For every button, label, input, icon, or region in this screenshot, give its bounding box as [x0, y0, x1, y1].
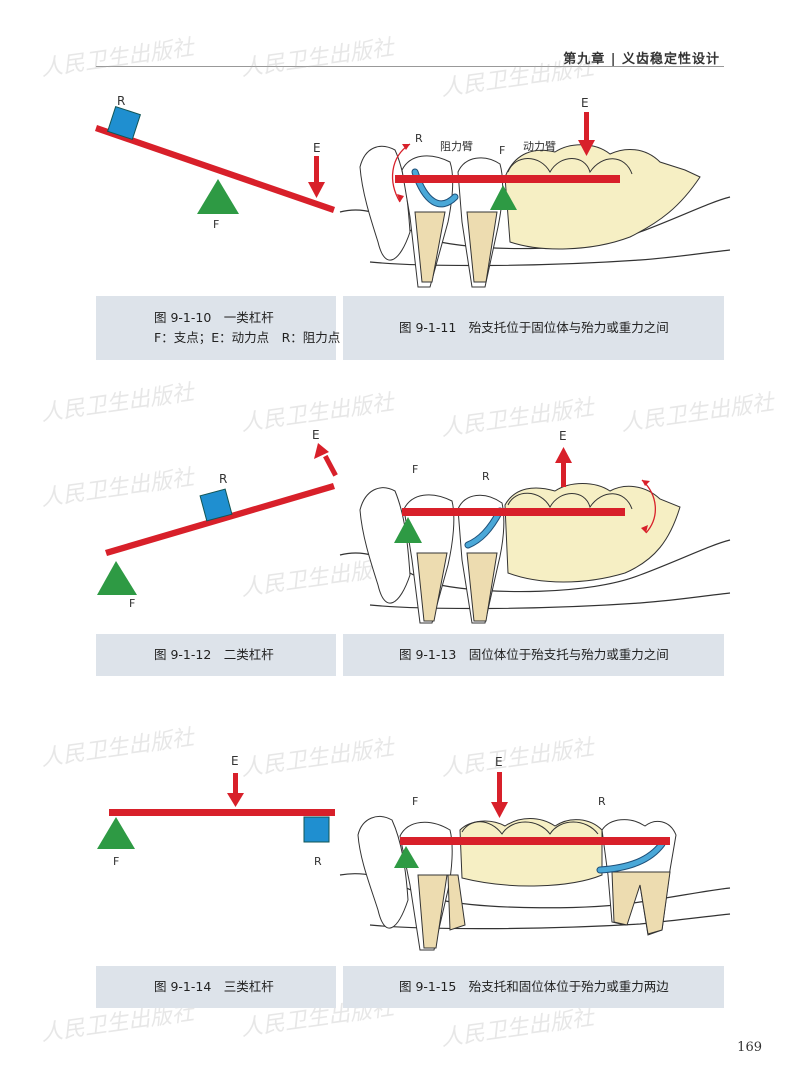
label-f: F — [499, 144, 505, 157]
caption-title: 图 9-1-10 一类杠杆 — [154, 310, 274, 325]
denture-base — [504, 144, 701, 250]
figure-9-1-12-lever-diagram: R F E — [97, 428, 338, 610]
premolar-root — [417, 874, 448, 949]
resistance-box — [199, 488, 233, 522]
caption-title: 图 9-1-11 殆支托位于固位体与殆力或重力之间 — [399, 320, 669, 335]
caption-9-1-11: 图 9-1-11 殆支托位于固位体与殆力或重力之间 — [343, 296, 724, 360]
lever-bar — [402, 508, 625, 516]
effort-arrow — [308, 156, 325, 198]
fulcrum-triangle — [97, 561, 137, 595]
figure-9-1-13-dental-diagram: F R E — [339, 429, 731, 624]
effort-arrow — [555, 447, 572, 487]
lever-bar — [109, 809, 335, 816]
abutment-root — [466, 552, 498, 622]
effort-arrow — [491, 772, 508, 818]
premolar-root — [416, 552, 448, 622]
label-r: R — [314, 855, 322, 868]
denture-base — [459, 818, 603, 887]
caption-9-1-14: 图 9-1-14 三类杠杆 — [96, 966, 336, 1008]
header-rule — [96, 66, 724, 67]
label-r: R — [598, 795, 606, 808]
label-e: E — [312, 428, 320, 442]
label-r: R — [415, 132, 423, 145]
lever-bar — [95, 125, 335, 213]
label-resist-arm: 阻力臂 — [440, 140, 473, 153]
label-e: E — [495, 755, 503, 769]
lever-bar — [395, 175, 620, 183]
label-r: R — [219, 472, 227, 486]
figure-9-1-14-lever-diagram: F R E — [97, 754, 335, 868]
effort-arrow — [314, 443, 338, 477]
caption-9-1-12: 图 9-1-12 二类杠杆 — [96, 634, 336, 676]
caption-9-1-15: 图 9-1-15 殆支托和固位体位于殆力或重力两边 — [343, 966, 724, 1008]
abutment-root — [447, 874, 466, 931]
fulcrum-triangle — [394, 517, 422, 543]
caption-legend: F：支点；E：动力点 R：阻力点 — [154, 330, 341, 345]
resistance-box — [303, 816, 330, 843]
figure-9-1-11-dental-diagram: F R 阻力臂 动力臂 E — [339, 96, 731, 288]
caption-title: 图 9-1-14 三类杠杆 — [154, 979, 274, 994]
label-e: E — [231, 754, 239, 768]
molar-root — [611, 871, 671, 935]
lever-bar — [105, 483, 335, 556]
label-f: F — [113, 855, 119, 868]
label-power-arm: 动力臂 — [523, 140, 556, 153]
effort-arrow — [227, 773, 244, 807]
canine-tooth — [357, 816, 409, 929]
fulcrum-triangle — [197, 179, 239, 214]
fulcrum-triangle — [97, 817, 135, 849]
figure-9-1-10-lever-diagram: R F E — [95, 94, 335, 231]
lever-bar — [400, 837, 670, 845]
label-r: R — [117, 94, 125, 108]
chapter-header: 第九章 | 义齿稳定性设计 — [563, 52, 720, 67]
caption-title: 图 9-1-13 固位体位于殆支托与殆力或重力之间 — [399, 647, 669, 662]
fulcrum-triangle — [394, 846, 419, 868]
watermark: 人民卫生出版社 — [239, 35, 396, 82]
caption-title: 图 9-1-15 殆支托和固位体位于殆力或重力两边 — [399, 979, 669, 994]
label-e: E — [559, 429, 567, 443]
fulcrum-triangle — [490, 185, 517, 210]
page-number: 169 — [737, 1040, 762, 1055]
canine-tooth — [359, 145, 411, 261]
resistance-box — [106, 105, 142, 141]
label-f: F — [129, 597, 135, 610]
effort-arrow — [578, 112, 595, 156]
abutment-root — [466, 211, 498, 283]
figure-9-1-15-dental-diagram: F R E — [339, 755, 731, 951]
caption-title: 图 9-1-12 二类杠杆 — [154, 647, 274, 662]
label-f: F — [412, 795, 418, 808]
watermark: 人民卫生出版社 — [39, 35, 196, 82]
label-f: F — [213, 218, 219, 231]
label-e: E — [313, 141, 321, 155]
watermark: 人民卫生出版社 — [39, 380, 196, 427]
caption-9-1-10: 图 9-1-10 一类杠杆 F：支点；E：动力点 R：阻力点 — [96, 296, 341, 360]
label-r: R — [482, 470, 490, 483]
premolar-root — [414, 211, 446, 283]
canine-tooth — [359, 487, 411, 604]
label-f: F — [412, 463, 418, 476]
caption-9-1-13: 图 9-1-13 固位体位于殆支托与殆力或重力之间 — [343, 634, 724, 676]
label-e: E — [581, 96, 589, 110]
